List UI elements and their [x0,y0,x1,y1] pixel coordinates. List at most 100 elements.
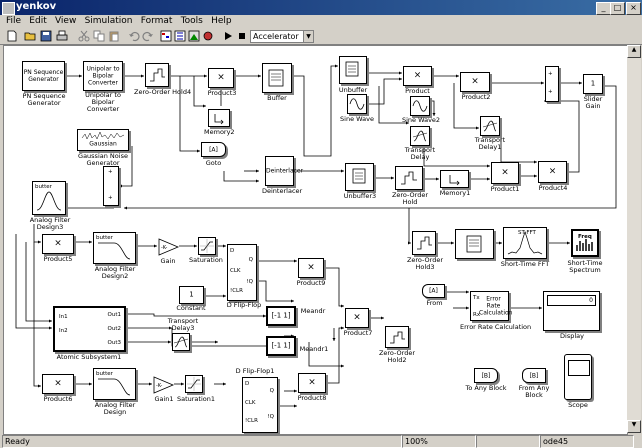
model-explorer-icon[interactable] [174,30,186,42]
product2-block[interactable]: × [460,72,490,92]
menu-file[interactable]: File [6,16,22,26]
maximize-button[interactable]: □ [610,2,625,15]
from-any-block[interactable]: [B] [522,368,546,383]
open-folder-icon[interactable] [24,30,36,42]
product8-block[interactable]: × [298,373,326,393]
save-icon[interactable] [40,30,52,42]
model-canvas[interactable]: PN Sequence Generator PN Sequence Genera… [3,45,628,435]
buffer-block[interactable] [262,63,292,93]
port-out3: Out3 [107,340,121,346]
meandr-range: [-1 1] [271,311,291,320]
simulation-mode-select[interactable]: Accelerator▼ [250,30,314,43]
gaussian-noise-generator-label: Gaussian Noise Generator [78,152,128,167]
gaussian-noise-generator-block[interactable]: Gaussian [77,129,129,151]
chevron-down-icon[interactable]: ▼ [303,31,313,42]
paste-icon[interactable] [108,30,120,42]
atomic-subsystem1-block[interactable]: In1 In2 Out1 Out2 Out3 [53,306,126,352]
short-time-spectrum-block[interactable]: Freq [571,229,599,257]
constant-block[interactable]: 1 [179,286,204,304]
memory1-block[interactable] [440,170,469,188]
product1-block[interactable]: × [491,162,519,184]
transport-delay1-label: Transport Delay1 [474,136,506,151]
from-block[interactable]: [A] [422,284,445,298]
product2-label: Product2 [461,93,491,101]
menu-format[interactable]: Format [140,16,173,26]
analog-filter-design2-block[interactable]: butter [93,232,136,264]
gain-block[interactable]: -K- [158,238,180,256]
filter-type-text: butter [96,371,113,377]
scroll-up-icon[interactable]: ▲ [627,45,641,58]
analog-filter-design-block[interactable]: butter [93,368,136,400]
zero-order-hold3-block[interactable] [412,231,436,255]
new-file-icon[interactable] [6,30,18,42]
sine-wave-block[interactable] [347,94,367,114]
product6-block[interactable]: × [42,374,74,394]
menu-help[interactable]: Help [211,16,232,26]
zero-order-hold-block[interactable] [395,166,423,190]
scroll-down-icon[interactable]: ▼ [627,420,641,433]
stop-simulation-icon[interactable] [236,30,248,42]
unbuffer3-block[interactable] [345,163,374,191]
goto-block[interactable]: [A] [201,142,226,157]
goto-label: Goto [205,159,222,167]
minimize-button[interactable]: _ [596,2,611,15]
start-simulation-icon[interactable] [222,30,234,42]
error-rate-calculation-block[interactable]: Tx Rx Error Rate Calculation [470,291,512,321]
undo-icon[interactable] [128,30,140,42]
menu-view[interactable]: View [54,16,77,26]
saturation1-block[interactable] [185,375,203,393]
redo-icon[interactable] [142,30,154,42]
gain1-block[interactable]: -K- [153,376,175,394]
model-browser-icon[interactable] [188,30,200,42]
meandr1-block[interactable]: [-1 1] [266,336,296,356]
product4-block[interactable]: × [538,161,567,183]
analog-filter-design3-block[interactable]: butter [32,181,66,215]
noise-waveform-icon [81,131,125,140]
delay-curve-icon [482,120,498,132]
sine-wave2-block[interactable] [410,96,430,116]
print-icon[interactable] [56,30,68,42]
debug-icon[interactable] [202,30,214,42]
saturation1-label: Saturation1 [176,395,216,403]
product3-block[interactable]: × [208,68,234,88]
sum1-block[interactable]: ++ [545,66,559,102]
slider-gain-block[interactable]: 1 [583,74,603,94]
d-flip-flop-block[interactable]: D CLK !CLR Q !Q [227,244,257,301]
transport-delay1-block[interactable] [480,116,500,136]
pn-sequence-generator-block[interactable]: PN Sequence Generator [22,61,65,91]
product-block[interactable]: × [403,66,432,86]
product5-block[interactable]: × [42,234,74,254]
unipolar-to-bipolar-block[interactable]: Unipolar to Bipolar Converter [83,61,123,91]
zoom-level: 100% [402,435,476,448]
scope-block[interactable] [564,354,592,400]
close-button[interactable]: × [626,2,641,15]
d-flip-flop1-block[interactable]: D CLK !CLR Q !Q [242,377,278,433]
zero-order-hold4-block[interactable] [145,63,169,87]
zero-order-hold2-block[interactable] [385,326,409,348]
product9-block[interactable]: × [298,258,324,278]
copy-icon[interactable] [93,30,105,42]
cut-icon[interactable] [78,30,90,42]
library-browser-icon[interactable] [160,30,172,42]
meandr1-range: [-1 1] [271,341,291,350]
unbuffer-block[interactable] [339,56,367,84]
transport-delay3-block[interactable] [172,333,190,351]
meandr-block[interactable]: [-1 1] [266,306,296,326]
menu-simulation[interactable]: Simulation [84,16,133,26]
vertical-scrollbar[interactable]: ▲ ▼ [627,45,641,433]
product7-block[interactable]: × [345,308,369,328]
short-time-fft-block[interactable]: ST-FFT [503,227,547,259]
to-any-block[interactable]: [B] [474,368,498,383]
menu-tools[interactable]: Tools [180,16,203,26]
multiply-icon: × [353,312,361,323]
from-label: From [426,299,443,307]
sum-block[interactable]: ++ [103,166,119,206]
transport-delay-block[interactable] [410,126,430,146]
deinterlacer-block[interactable]: Deinterlacer [265,156,303,186]
menu-edit[interactable]: Edit [29,16,47,26]
buffer2-block[interactable] [455,229,494,259]
unbuffer-icon [352,168,366,184]
saturation-block[interactable] [198,237,216,255]
display-block[interactable]: 0 [543,291,600,331]
memory2-block[interactable] [208,109,230,127]
